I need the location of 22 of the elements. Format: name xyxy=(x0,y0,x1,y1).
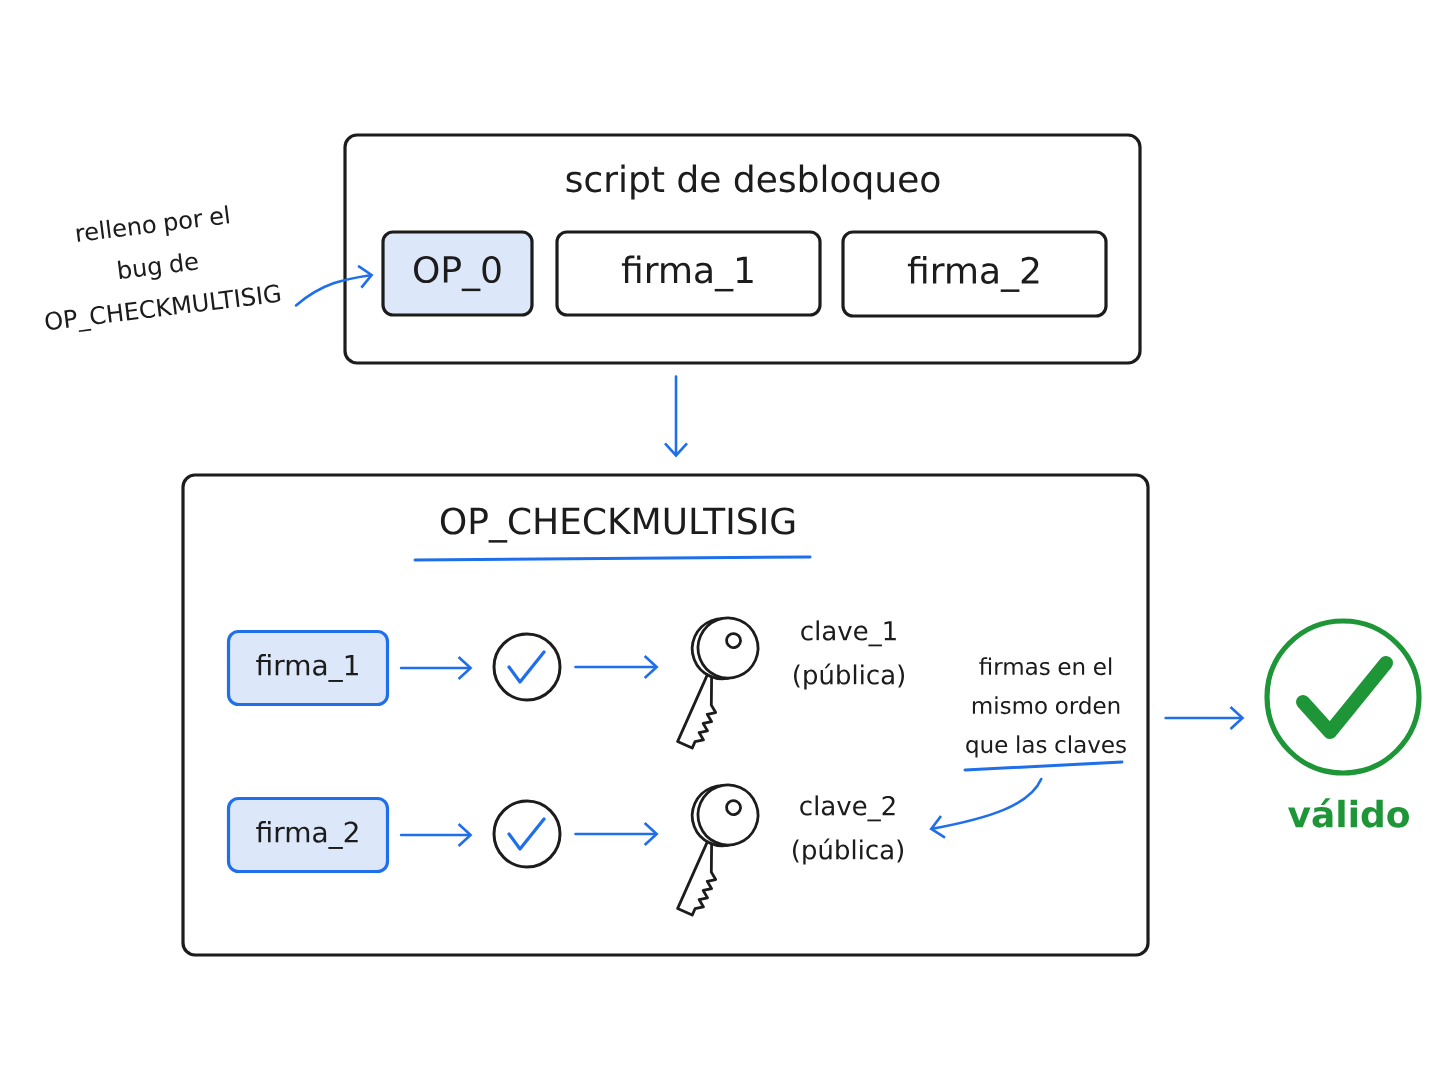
status-label: válido xyxy=(1288,798,1409,828)
rounded-box: firma_2 xyxy=(226,796,390,874)
arrow xyxy=(574,655,659,679)
annotation: firmas en el mismo orden que las claves xyxy=(966,657,1126,758)
check-circle xyxy=(492,799,562,869)
rounded-box: firma_2 xyxy=(841,230,1108,318)
arrow xyxy=(294,264,374,307)
rounded-box: firma_1 xyxy=(226,629,390,707)
key-icon xyxy=(676,616,760,750)
arrow xyxy=(399,656,473,680)
key-label: clave_2 (pública) xyxy=(793,795,903,865)
key-icon xyxy=(676,783,760,917)
rounded-box: OP_0 xyxy=(381,230,534,317)
check-circle xyxy=(1264,618,1422,776)
key-label: clave_1 (pública) xyxy=(794,620,904,690)
arrow xyxy=(574,822,659,846)
arrow xyxy=(664,375,688,458)
arrow xyxy=(929,777,1043,839)
check-circle xyxy=(492,632,562,702)
arrow xyxy=(1164,706,1245,730)
arrow xyxy=(399,823,473,847)
rounded-box: firma_1 xyxy=(555,230,822,317)
